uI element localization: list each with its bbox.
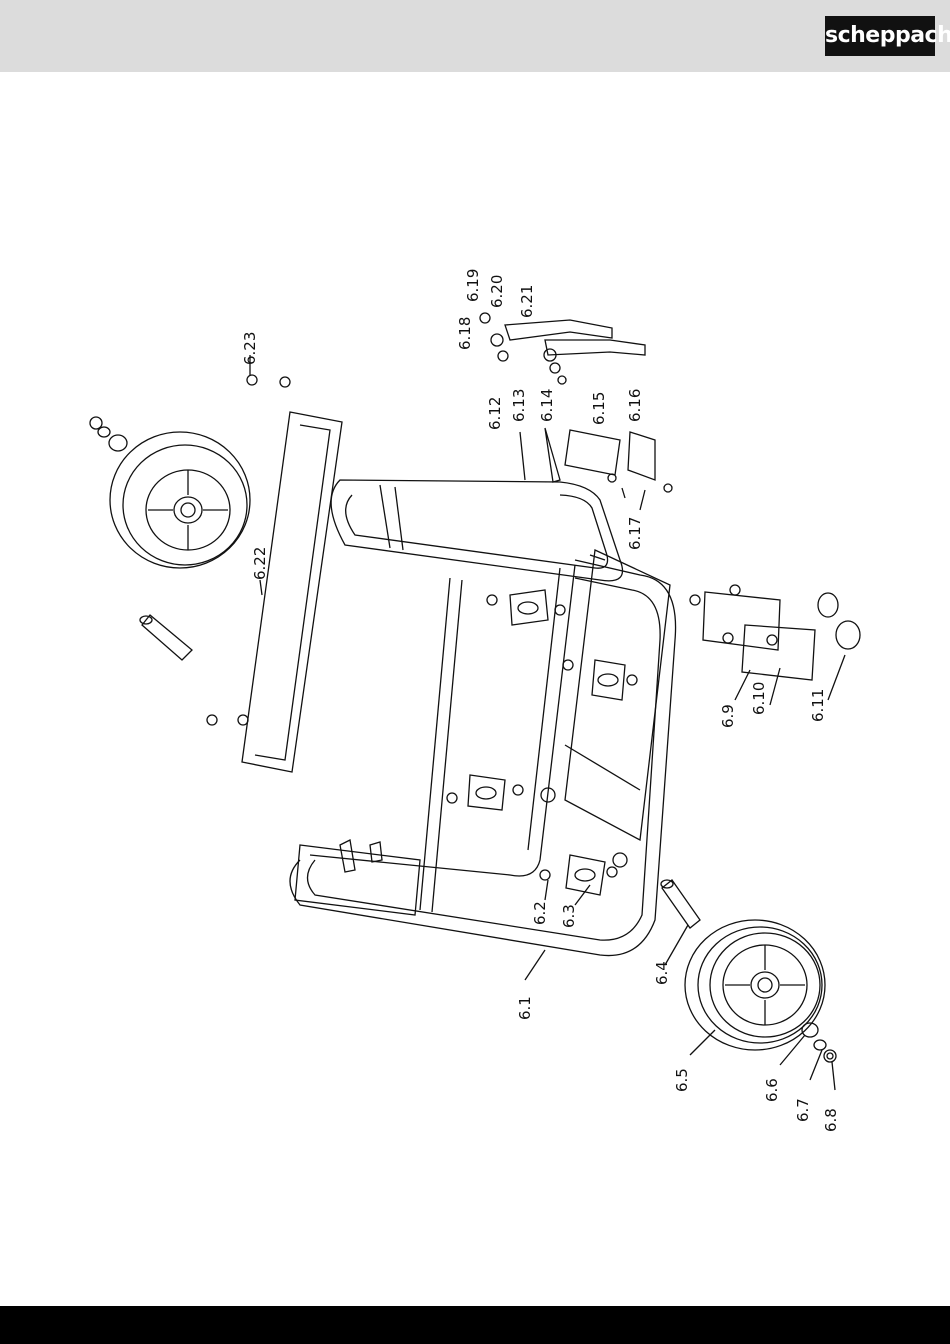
part-label-6-4: 6.4 [653,961,671,985]
foot-brackets [690,585,860,680]
axle-lower [661,880,700,928]
part-label-6-11: 6.11 [809,689,827,722]
washers-upper [90,417,127,451]
part-label-6-19: 6.19 [464,269,482,302]
part-label-6-8: 6.8 [822,1108,840,1132]
part-label-6-22: 6.22 [251,547,269,580]
small-parts [520,428,672,498]
wheel-upper [110,432,250,568]
part-label-6-1: 6.1 [516,996,534,1020]
axle-upper [140,615,192,660]
part-label-6-7: 6.7 [794,1098,812,1122]
page-footer [0,1306,950,1344]
part-label-6-12: 6.12 [486,397,504,430]
part-label-6-20: 6.20 [488,275,506,308]
part-label-6-16: 6.16 [626,389,644,422]
part-label-6-5: 6.5 [673,1068,691,1092]
engine-mounts [447,590,637,895]
page-header: scheppach [0,0,950,72]
support-bar [207,375,342,772]
frame-tube [290,480,676,956]
part-label-6-13: 6.13 [510,389,528,422]
part-label-6-6: 6.6 [763,1078,781,1102]
part-label-6-10: 6.10 [750,682,768,715]
part-label-6-15: 6.15 [590,392,608,425]
wheel-lower [685,920,825,1050]
scheppach-logo: scheppach [825,16,935,56]
part-label-6-17: 6.17 [626,517,644,550]
part-label-6-3: 6.3 [560,904,578,928]
part-label-6-23: 6.23 [241,332,259,365]
exploded-parts-drawing: 6.1 6.2 6.3 6.4 6.5 6.6 6.7 6.8 6.9 6.10… [0,72,950,1306]
part-label-6-14: 6.14 [538,389,556,422]
handles [480,313,645,384]
part-label-6-2: 6.2 [531,901,549,925]
leader-lines [250,355,845,1090]
part-label-6-9: 6.9 [719,704,737,728]
part-label-6-21: 6.21 [518,285,536,318]
part-label-6-18: 6.18 [456,317,474,350]
